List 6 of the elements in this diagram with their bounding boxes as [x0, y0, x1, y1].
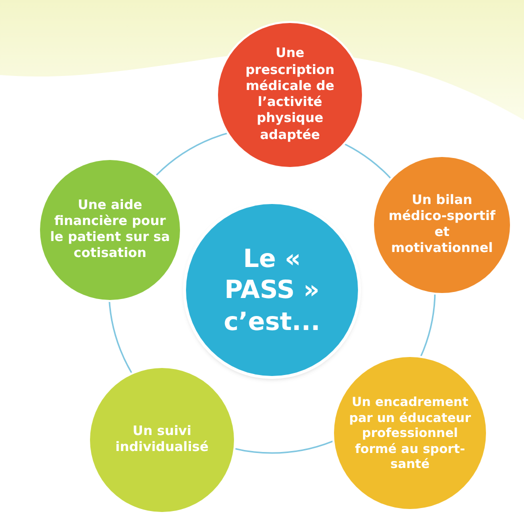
topic-text: Un encadrement par un éducateur professionnel formé au sport-santé — [348, 394, 472, 472]
topic-text: Un bilan médico-sportif et motivationnel — [388, 192, 496, 258]
center-title: Le « PASS » c’est... — [222, 243, 322, 337]
topic-text: Une aide financière pour le patient sur sa cotisation — [49, 198, 171, 262]
topic-text: Un suivi individualisé — [114, 424, 210, 456]
topic-text: Une prescription médicale de l’activité physique adaptée — [244, 46, 336, 144]
